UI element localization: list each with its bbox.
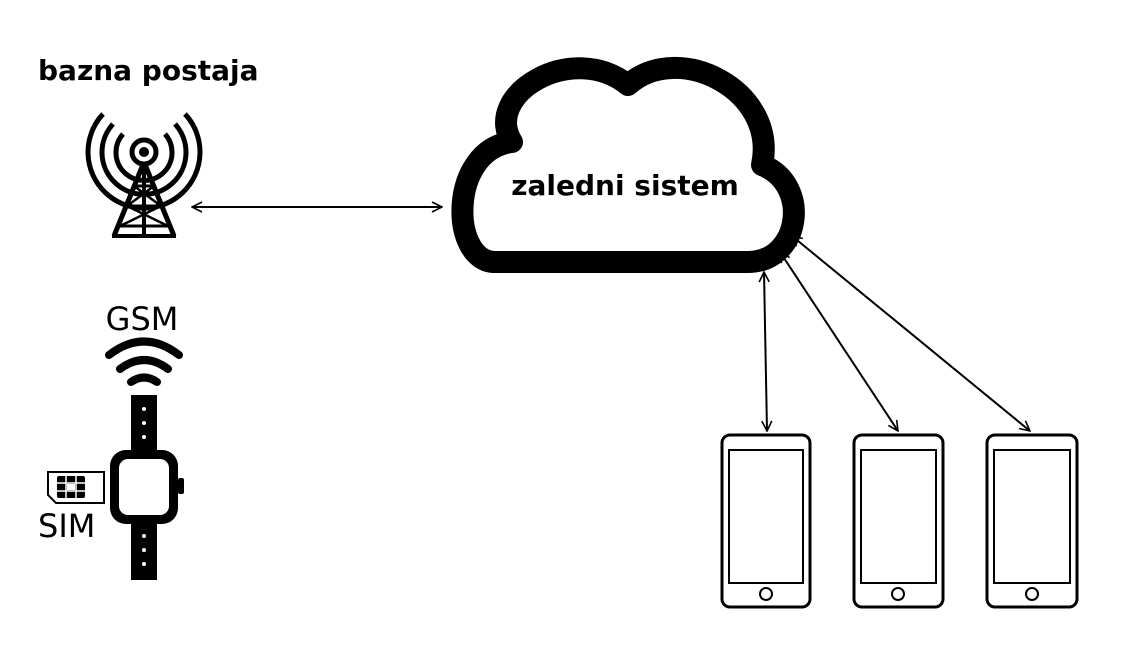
sim-card-icon <box>47 471 105 504</box>
cell-tower-icon <box>85 112 203 238</box>
smartphone-icon <box>852 433 945 609</box>
cloud-phone-2-link <box>780 252 898 431</box>
cloud-icon <box>451 56 805 273</box>
smartphone-icon <box>985 433 1079 609</box>
cloud-phone-1-link <box>764 272 767 431</box>
cloud-phone-3-link <box>792 236 1030 431</box>
smartwatch-icon <box>110 395 184 580</box>
wireless-signal-icon <box>105 337 183 386</box>
backend-label: zaledni sistem <box>511 169 739 202</box>
gsm-label: GSM <box>106 300 179 338</box>
sim-label: SIM <box>38 507 95 545</box>
base-station-label: bazna postaja <box>38 54 259 87</box>
smartphone-icon <box>720 433 812 609</box>
